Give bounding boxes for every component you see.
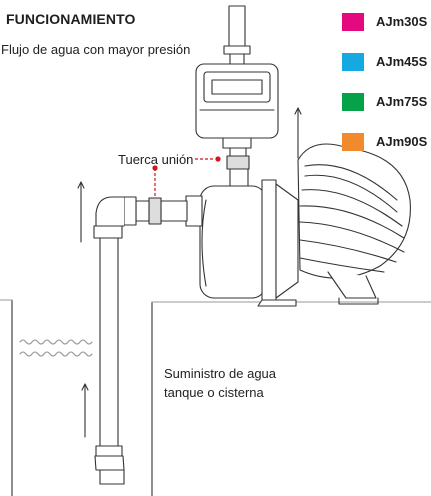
legend-label: AJm30S <box>376 14 428 29</box>
callout-leader <box>154 158 214 196</box>
legend-swatch <box>342 93 364 111</box>
water-supply-line-1: Suministro de agua <box>164 366 277 381</box>
water-supply-label: Suministro de agua tanque o cisterna <box>164 364 276 402</box>
callout-dot-right <box>215 156 221 162</box>
legend-label: AJm45S <box>376 54 428 69</box>
legend-swatch <box>342 53 364 71</box>
outlet-pipe <box>223 5 251 65</box>
callout-dot-bottom <box>152 165 158 171</box>
legend-swatch <box>342 13 364 31</box>
pump-icon <box>199 143 411 307</box>
diagram-title: FUNCIONAMIENTO <box>6 11 136 27</box>
legend-label: AJm75S <box>376 94 428 109</box>
legend-swatch <box>342 133 364 151</box>
legend-item-ajm45s: AJm45S <box>342 53 431 73</box>
water-wave-icon <box>19 339 93 357</box>
diagram-subtitle: Flujo de agua con mayor presión <box>1 42 191 57</box>
water-meter-icon <box>195 63 279 149</box>
union-nut <box>226 155 250 170</box>
legend-item-ajm75s: AJm75S <box>342 93 431 113</box>
union-nut-label: Tuerca unión <box>118 152 194 167</box>
legend-label: AJm90S <box>376 134 428 149</box>
legend-item-ajm30s: AJm30S <box>342 13 431 33</box>
flow-arrow-icon <box>77 107 302 438</box>
suction-pipe <box>93 195 203 485</box>
water-supply-line-2: tanque o cisterna <box>164 385 264 400</box>
legend-item-ajm90s: AJm90S <box>342 133 431 153</box>
